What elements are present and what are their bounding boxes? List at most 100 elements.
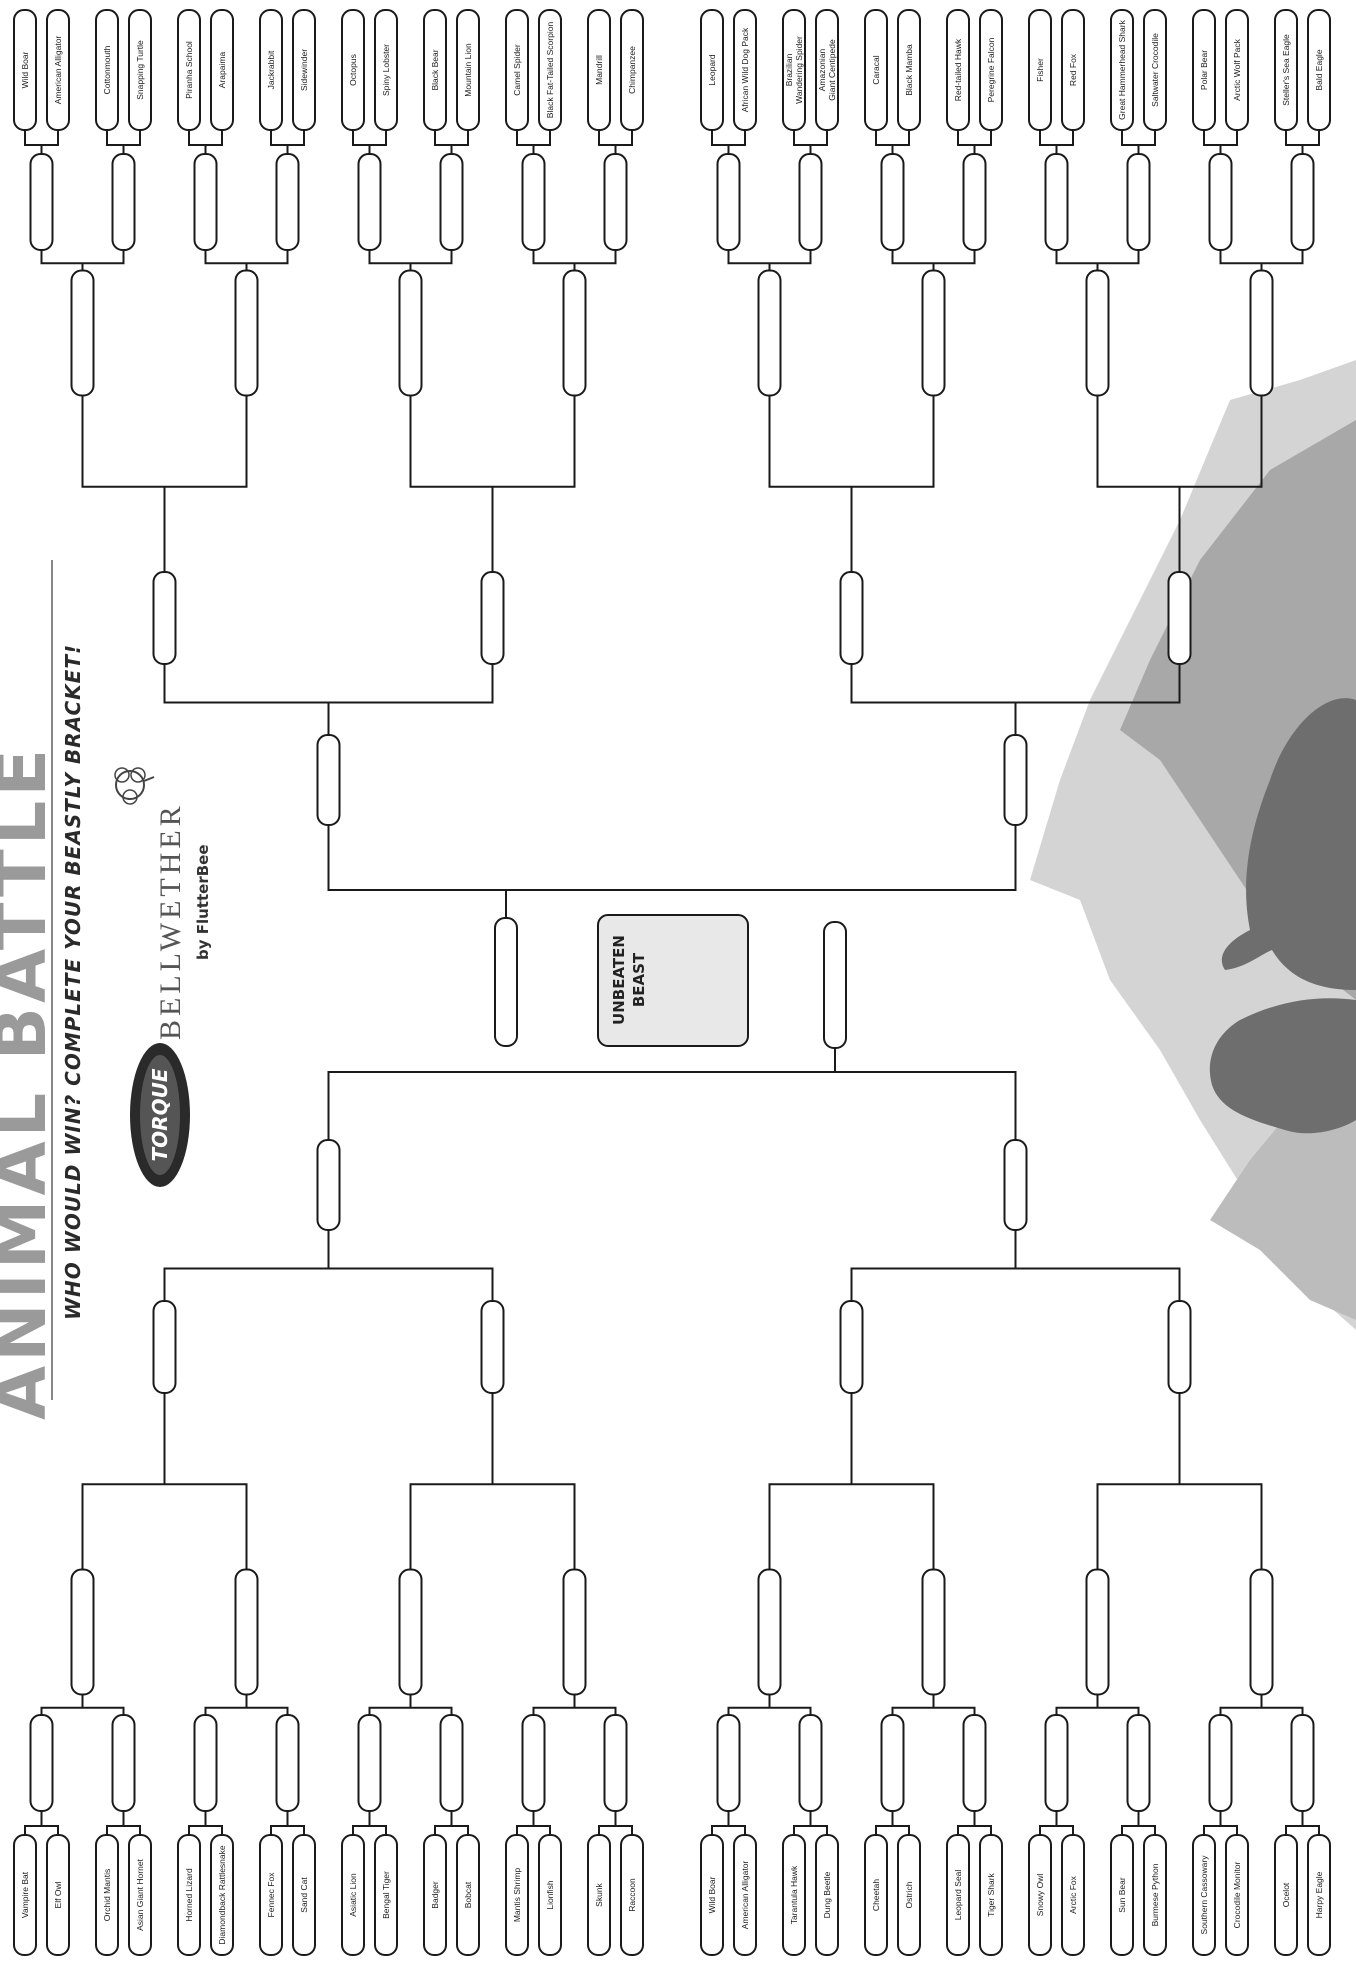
bottom-round1-slot[interactable] — [1210, 1715, 1232, 1811]
bottom-team-name: Ocelot — [1281, 1882, 1291, 1907]
bottom-semifinal-slot[interactable] — [824, 922, 846, 1048]
bottom-round2-slot[interactable] — [236, 1570, 258, 1695]
bottom-round2-slot[interactable] — [1251, 1570, 1273, 1695]
bottom-round1-slot[interactable] — [882, 1715, 904, 1811]
top-round1-slot[interactable] — [1046, 154, 1068, 250]
top-round2-slot[interactable] — [923, 271, 945, 396]
bottom-connector — [1122, 1826, 1155, 1835]
bottom-round1-slot[interactable] — [605, 1715, 627, 1811]
bottom-round1-slot[interactable] — [964, 1715, 986, 1811]
top-round1-slot[interactable] — [964, 154, 986, 250]
bottom-round1-slot[interactable] — [800, 1715, 822, 1811]
top-connector — [189, 130, 222, 145]
top-round1-slot[interactable] — [1292, 154, 1314, 250]
top-round3-slot[interactable] — [841, 572, 863, 664]
bottom-connector — [42, 1708, 124, 1715]
top-semifinal-connector — [329, 825, 1016, 890]
bottom-round1-slot[interactable] — [277, 1715, 299, 1811]
top-round1-slot[interactable] — [605, 154, 627, 250]
bottom-connector — [1221, 1708, 1303, 1715]
top-team-name: Peregrine Falcon — [986, 37, 996, 102]
bottom-connector — [83, 1484, 247, 1569]
bottom-round3-slot[interactable] — [841, 1301, 863, 1393]
top-round1-slot[interactable] — [195, 154, 217, 250]
bottom-connector — [712, 1826, 745, 1835]
top-round1-slot[interactable] — [800, 154, 822, 250]
center-label-line1: UNBEATEN — [610, 935, 628, 1025]
bottom-round1-slot[interactable] — [718, 1715, 740, 1811]
top-round1-slot[interactable] — [441, 154, 463, 250]
bottom-semifinal-connector — [329, 1072, 1016, 1140]
top-team-name: Black Bear — [430, 49, 440, 90]
top-round1-slot[interactable] — [277, 154, 299, 250]
top-team-name: Spiny Lobster — [381, 44, 391, 96]
top-round1-slot[interactable] — [113, 154, 135, 250]
bottom-round1-slot[interactable] — [523, 1715, 545, 1811]
top-round3-slot[interactable] — [482, 572, 504, 664]
top-round1-slot[interactable] — [882, 154, 904, 250]
top-round3-slot[interactable] — [154, 572, 176, 664]
bottom-team-name: Cheetah — [871, 1879, 881, 1911]
top-team-name: Mountain Lion — [463, 43, 473, 97]
top-round4-slot[interactable] — [318, 735, 340, 825]
top-round2-slot[interactable] — [400, 271, 422, 396]
top-round2-slot[interactable] — [759, 271, 781, 396]
top-round1-slot[interactable] — [31, 154, 53, 250]
bottom-round2-slot[interactable] — [923, 1570, 945, 1695]
bottom-round2-slot[interactable] — [400, 1570, 422, 1695]
top-round1-slot[interactable] — [1128, 154, 1150, 250]
bottom-connector — [1204, 1826, 1237, 1835]
bottom-team-name: Bobcat — [463, 1881, 473, 1908]
top-team-name: Chimpanzee — [627, 46, 637, 94]
bottom-connector — [271, 1826, 304, 1835]
bottom-round2-slot[interactable] — [759, 1570, 781, 1695]
top-connector — [876, 130, 909, 145]
bottom-round1-slot[interactable] — [1046, 1715, 1068, 1811]
bottom-round3-slot[interactable] — [1169, 1301, 1191, 1393]
center-box[interactable]: UNBEATEN BEAST — [598, 915, 748, 1046]
top-round2-slot[interactable] — [72, 271, 94, 396]
header: ANIMAL BATTLE WHO WOULD WIN? COMPLETE YO… — [0, 560, 212, 1420]
bottom-team-name: Tarantula Hawk — [789, 1865, 799, 1924]
top-semifinal-slot[interactable] — [495, 918, 517, 1046]
top-round1-slot[interactable] — [718, 154, 740, 250]
bottom-team-name: Ostrich — [904, 1881, 914, 1908]
top-round2-slot[interactable] — [1087, 271, 1109, 396]
bottom-round1-slot[interactable] — [1292, 1715, 1314, 1811]
bottom-round1-slot[interactable] — [441, 1715, 463, 1811]
top-connector — [25, 130, 58, 145]
bottom-round4-slot[interactable] — [1005, 1140, 1027, 1230]
bottom-round4-slot[interactable] — [318, 1140, 340, 1230]
top-round2-slot[interactable] — [564, 271, 586, 396]
bottom-connector — [1040, 1826, 1073, 1835]
top-connector — [1286, 130, 1319, 145]
bottom-team-name: Mantis Shrimp — [512, 1868, 522, 1923]
top-round1-slot[interactable] — [359, 154, 381, 250]
bottom-round3-slot[interactable] — [482, 1301, 504, 1393]
top-team-name: Jackrabbit — [266, 50, 276, 89]
bottom-round2-slot[interactable] — [564, 1570, 586, 1695]
top-round1-slot[interactable] — [523, 154, 545, 250]
top-round2-slot[interactable] — [236, 271, 258, 396]
top-round4-slot[interactable] — [1005, 735, 1027, 825]
bottom-round1-slot[interactable] — [31, 1715, 53, 1811]
top-team-name: Great Hammerhead Shark — [1117, 19, 1127, 119]
top-round2-slot[interactable] — [1251, 271, 1273, 396]
bottom-round1-slot[interactable] — [113, 1715, 135, 1811]
bottom-round1-slot[interactable] — [359, 1715, 381, 1811]
bottom-connector — [411, 1484, 575, 1569]
top-connector — [1040, 130, 1073, 145]
bottom-team-name: Sun Bear — [1117, 1877, 1127, 1913]
top-team-name: Piranha School — [184, 41, 194, 99]
top-round1-slot[interactable] — [1210, 154, 1232, 250]
bottom-connector — [435, 1826, 468, 1835]
bottom-round3-slot[interactable] — [154, 1301, 176, 1393]
bottom-connector — [189, 1826, 222, 1835]
bottom-round2-slot[interactable] — [1087, 1570, 1109, 1695]
bottom-round2-slot[interactable] — [72, 1570, 94, 1695]
top-connector — [729, 250, 811, 263]
top-round3-slot[interactable] — [1169, 572, 1191, 664]
bottom-team-name: Orchid Mantis — [102, 1869, 112, 1921]
bottom-round1-slot[interactable] — [195, 1715, 217, 1811]
bottom-round1-slot[interactable] — [1128, 1715, 1150, 1811]
